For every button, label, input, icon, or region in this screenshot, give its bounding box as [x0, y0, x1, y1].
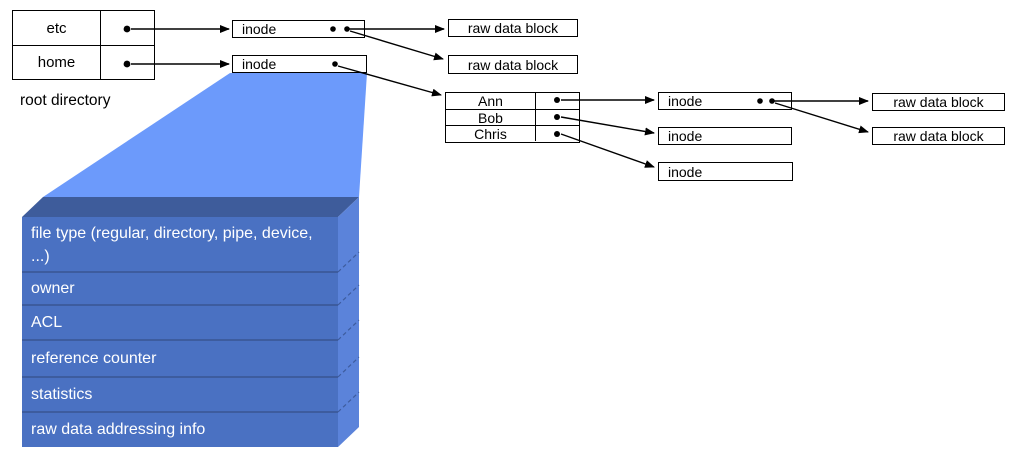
inode-detail-row-owner: owner: [31, 280, 75, 297]
root-directory-table: etc home: [12, 10, 155, 80]
arrow-etc-inode-to-block2: [349, 30, 444, 61]
entry-pointer-cell: [101, 46, 154, 79]
inode-detail-row-dividers: [22, 271, 338, 413]
inode-box-home: inode: [232, 55, 367, 73]
side-edge: [337, 356, 360, 378]
entry-pointer-cell: [536, 93, 579, 109]
ann-pointer-dot: [554, 97, 560, 103]
root-directory-caption: root directory: [20, 92, 111, 109]
table-row-ann: Ann: [446, 93, 579, 109]
arrow-chris-to-inode: [560, 133, 655, 168]
home-directory-table: Ann Bob Chris: [445, 92, 580, 143]
side-edge: [337, 319, 360, 341]
entry-pointer-cell: [101, 11, 154, 45]
connector-arrows: [131, 25, 869, 168]
table-row-bob: Bob: [446, 109, 579, 126]
inode-box-ann: inode: [658, 92, 792, 110]
etc-inode-dot-1: [330, 26, 336, 32]
inode-box-bob: inode: [658, 127, 792, 145]
raw-data-block: raw data block: [448, 19, 578, 37]
home-pointer-dot: [123, 60, 131, 68]
inode-detail-row-file-type: file type (regular, directory, pipe, dev…: [31, 225, 313, 265]
raw-data-block: raw data block: [872, 127, 1005, 145]
inode-box-chris: inode: [658, 162, 793, 181]
arrow-bob-to-inode: [560, 116, 655, 136]
entry-name: home: [13, 46, 101, 79]
inode-detail-row-reference-counter: reference counter: [31, 350, 157, 367]
entry-name: etc: [13, 11, 101, 45]
side-edge: [337, 391, 360, 413]
raw-data-block: raw data block: [448, 55, 578, 74]
entry-name: Bob: [446, 110, 536, 126]
table-row-home: home: [13, 45, 154, 79]
chris-pointer-dot: [554, 131, 560, 137]
ann-inode-dot-1: [757, 98, 763, 104]
table-row-etc: etc: [13, 11, 154, 45]
side-edge: [337, 284, 360, 306]
entry-name: Chris: [446, 126, 536, 142]
pointer-dots: [123, 25, 775, 137]
bob-pointer-dot: [554, 114, 560, 120]
table-row-chris: Chris: [446, 125, 579, 142]
arrow-home-inode-to-home-dir: [337, 65, 442, 97]
inode-detail-row-acl: ACL: [31, 314, 63, 331]
etc-inode-dot-2: [344, 26, 350, 32]
inode-detail-row-statistics: statistics: [31, 386, 93, 403]
inode-box-etc: inode: [232, 20, 365, 38]
entry-name: Ann: [446, 93, 536, 109]
arrow-ann-inode-to-block2: [774, 102, 869, 134]
home-inode-dot: [332, 61, 338, 67]
magnifier-funnel-shape: [43, 73, 367, 197]
entry-pointer-cell: [536, 110, 579, 125]
inode-detail-front-face: [22, 217, 338, 447]
raw-data-block: raw data block: [872, 93, 1005, 111]
entry-pointer-cell: [536, 126, 579, 141]
inode-detail-top-face: [22, 197, 359, 217]
etc-pointer-dot: [123, 25, 131, 33]
side-edge: [337, 251, 360, 273]
inode-detail-side-edges: [337, 251, 360, 413]
ann-inode-dot-2: [769, 98, 775, 104]
inode-detail-row-raw-data-addressing: raw data addressing info: [31, 421, 206, 438]
inode-detail-side-face: [338, 197, 359, 447]
